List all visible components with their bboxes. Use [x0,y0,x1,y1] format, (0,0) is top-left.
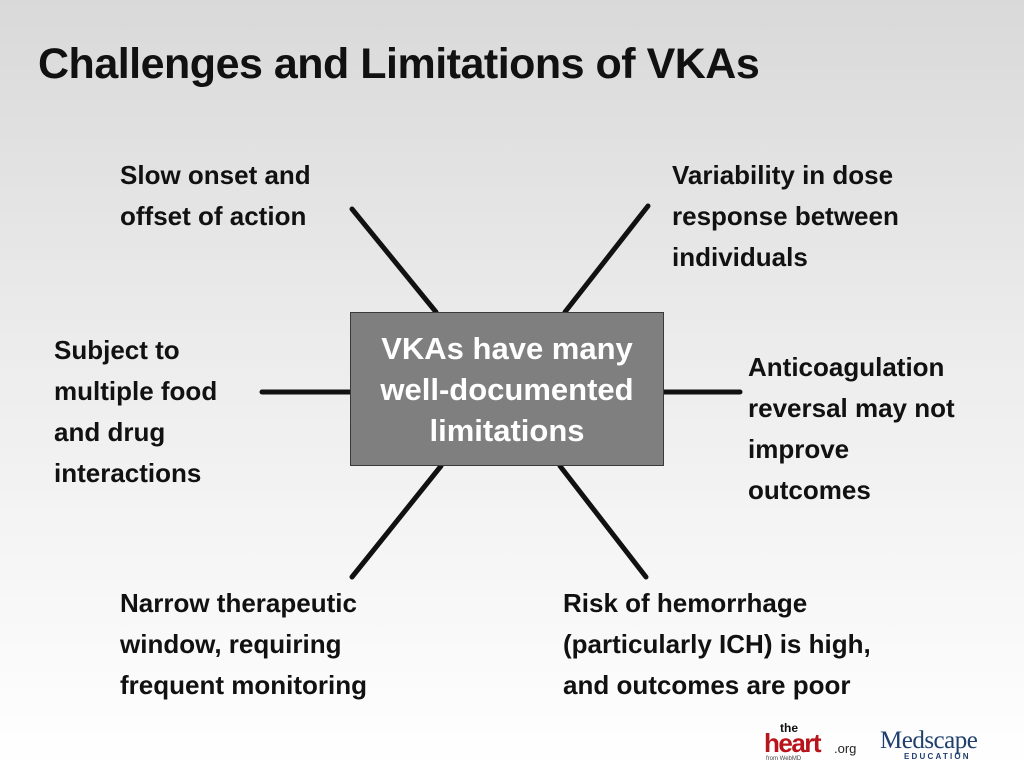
label-line: outcomes [748,475,871,505]
label-line: Variability in dose [672,160,894,190]
medscape-education-logo: Medscape EDUCATION [880,728,990,762]
limitation-slow-onset: Slow onset and offset of action [120,155,311,237]
spoke-bottom-left [349,463,444,580]
label-line: Slow onset and [120,160,311,190]
hub-line: limitations [429,412,585,448]
label-line: Anticoagulation [748,352,945,382]
spoke-bottom-right [557,463,649,580]
label-line: individuals [672,242,808,272]
logo-text: Medscape [880,727,978,754]
label-line: Subject to [54,335,180,365]
limitation-reversal-outcomes: Anticoagulation reversal may not improve… [748,347,955,511]
limitation-narrow-window: Narrow therapeutic window, requiring fre… [120,583,367,706]
logo-text: .org [834,741,857,756]
logo-text: heart [764,728,822,758]
hub-line: well-documented [380,371,634,407]
logo-text: the [780,721,798,735]
limitation-food-drug-interactions: Subject to multiple food and drug intera… [54,330,217,494]
label-line: Risk of hemorrhage [563,588,808,618]
label-line: interactions [54,458,202,488]
limitation-hemorrhage-risk: Risk of hemorrhage (particularly ICH) is… [563,583,871,706]
theheart-org-logo: the heart .org from WebMD [764,722,860,762]
label-line: and drug [54,417,166,447]
limitation-dose-variability: Variability in dose response between ind… [672,155,899,278]
label-line: improve [748,434,850,464]
slide-title: Challenges and Limitations of VKAs [38,40,760,88]
spoke-top-left [349,206,439,315]
spoke-top-right [562,203,651,315]
label-line: Narrow therapeutic [120,588,357,618]
logo-text: EDUCATION [904,752,971,761]
label-line: frequent monitoring [120,670,367,700]
logo-text: from WebMD [766,756,802,762]
label-line: response between [672,201,899,231]
label-line: window, requiring [120,629,342,659]
label-line: (particularly ICH) is high, [563,629,871,659]
label-line: offset of action [120,201,307,231]
hub-line: VKAs have many [381,330,633,366]
label-line: reversal may not [748,393,955,423]
label-line: and outcomes are poor [563,670,851,700]
central-hub-box: VKAs have many well-documented limitatio… [350,312,664,466]
label-line: multiple food [54,376,218,406]
